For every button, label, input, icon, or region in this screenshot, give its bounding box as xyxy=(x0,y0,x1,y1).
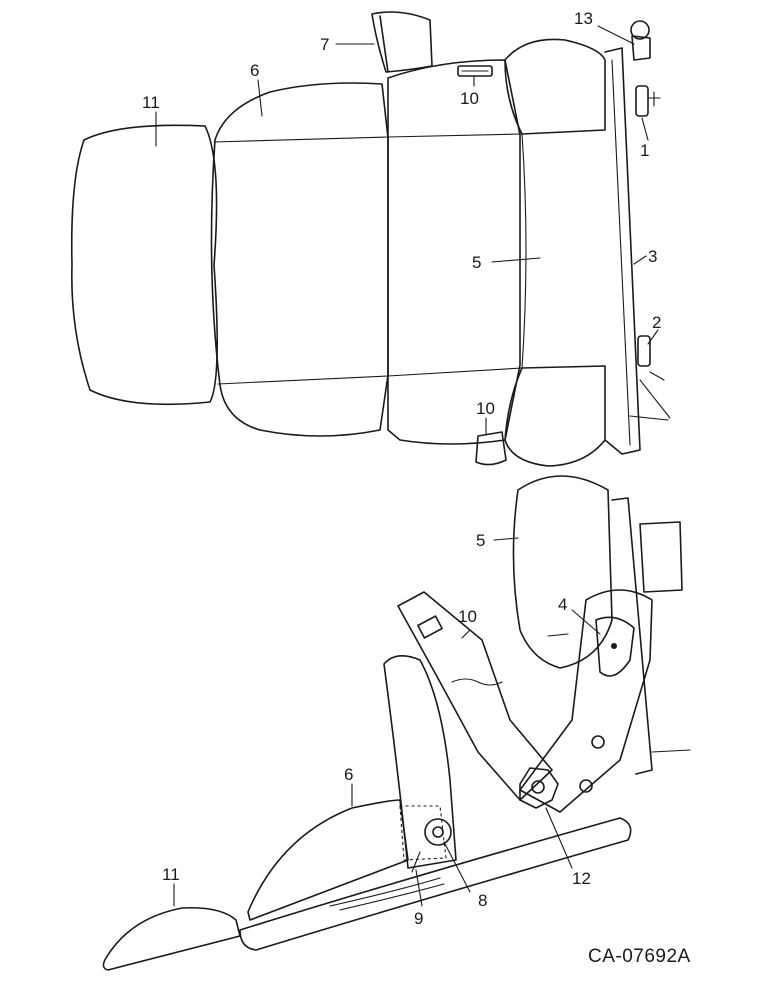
callout-10-side: 10 xyxy=(458,607,477,626)
callout-3: 3 xyxy=(648,247,657,266)
pivot-knob-hub xyxy=(432,826,444,838)
callout-10-top: 10 xyxy=(460,89,479,108)
seat-front-view xyxy=(70,11,671,467)
callout-11-top: 11 xyxy=(142,93,160,112)
latch-base-bottom xyxy=(629,415,669,421)
callout-1: 1 xyxy=(640,141,649,160)
backrest-seam-bottom xyxy=(217,375,389,385)
side-frame-rail xyxy=(611,497,653,775)
callout-labels: 13 7 6 11 10 1 5 3 2 10 5 4 10 6 11 12 8… xyxy=(142,9,661,928)
leader-13 xyxy=(597,25,635,45)
callout-7: 7 xyxy=(320,35,329,54)
callout-6-side: 6 xyxy=(344,765,353,784)
headrest-post xyxy=(371,11,433,73)
pivot-fastener-9 xyxy=(411,851,421,873)
callout-11-side: 11 xyxy=(162,865,180,884)
backrest-cushion-front xyxy=(210,82,389,437)
adjuster-knob-stem xyxy=(631,35,651,61)
recliner-bolt-lower xyxy=(579,779,593,793)
seat-belt-buckle-top xyxy=(457,65,493,77)
seat-belt-strap xyxy=(397,591,553,801)
side-frame-bracket xyxy=(639,521,683,593)
latch-lever-bottom xyxy=(639,371,671,419)
leader-10c xyxy=(461,629,471,639)
backrest-hidden-bracket xyxy=(399,805,447,861)
seat-bolster-top xyxy=(504,38,606,135)
seat-belt-break xyxy=(451,678,503,686)
seat-cushion-side xyxy=(512,475,613,669)
leader-9 xyxy=(415,869,423,907)
callout-8: 8 xyxy=(478,891,487,910)
leader-3 xyxy=(633,255,647,265)
callout-5-top: 5 xyxy=(472,253,481,272)
headrest-side-base xyxy=(107,935,241,971)
recliner-knob-4 xyxy=(595,616,635,677)
leader-8 xyxy=(443,841,471,893)
seat-belt-buckle-bottom xyxy=(475,431,507,466)
leader-4 xyxy=(571,609,601,635)
recliner-bolt xyxy=(591,735,605,749)
lumbar-knob-12 xyxy=(519,767,559,809)
callout-10-mid: 10 xyxy=(476,399,495,418)
leader-1 xyxy=(641,117,649,141)
pivot-knob-8 xyxy=(424,818,452,846)
seat-frame-rail xyxy=(604,47,641,455)
latch-pin-top xyxy=(647,91,661,107)
leader-5b xyxy=(493,537,519,541)
latch-spring-top xyxy=(635,85,649,117)
backrest-cushion-side xyxy=(247,799,409,921)
callout-13: 13 xyxy=(574,9,593,28)
seat-pan-adjust-slot-2 xyxy=(339,883,445,911)
headrest-cushion-side xyxy=(102,906,241,971)
leader-12 xyxy=(545,807,573,869)
headrest-cushion-front xyxy=(70,124,218,406)
seat-pan-adjust-slot xyxy=(329,877,441,907)
headrest-post-edge xyxy=(379,15,389,73)
callout-2: 2 xyxy=(652,313,661,332)
backrest-seam-top xyxy=(213,136,389,143)
seat-seam-bottom xyxy=(387,367,523,377)
leader-5a xyxy=(491,257,541,263)
leader-6a xyxy=(257,79,263,117)
seat-frame-rail-inner xyxy=(611,59,631,446)
callout-5-side: 5 xyxy=(476,531,485,550)
seat-seam-top xyxy=(387,133,523,138)
backrest-frame-panel xyxy=(383,655,457,869)
seat-pan-base xyxy=(239,817,632,951)
callout-4: 4 xyxy=(558,595,567,614)
callout-12: 12 xyxy=(572,869,591,888)
adjuster-knob-ball xyxy=(630,20,650,40)
recliner-knob-hub xyxy=(611,643,617,649)
seat-bolster-inner-edge xyxy=(521,133,527,369)
recliner-bracket xyxy=(519,589,653,813)
callout-9: 9 xyxy=(414,909,423,928)
drawing-number: CA-07692A xyxy=(588,946,691,967)
seat-bolster-bottom xyxy=(504,365,606,467)
leader-2 xyxy=(647,329,659,345)
side-frame-stud xyxy=(651,749,691,753)
seat-belt-latch-plate xyxy=(417,615,443,639)
latch-spring-bottom xyxy=(637,335,651,367)
seat-cushion-side-slot xyxy=(547,633,569,637)
seat-side-view xyxy=(102,475,691,971)
callout-6-top: 6 xyxy=(250,61,259,80)
callout-leaders xyxy=(155,25,659,907)
lumbar-knob-hub xyxy=(531,780,545,794)
seat-cushion-front xyxy=(387,59,521,445)
